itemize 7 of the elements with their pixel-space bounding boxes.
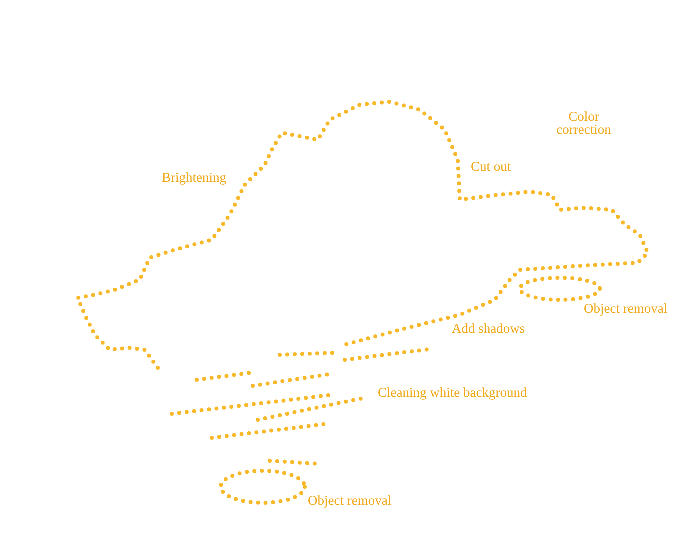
callout-label: Cut out <box>471 160 512 173</box>
callout-label: Add shadows <box>452 322 526 335</box>
callout-label: Object removal <box>584 302 668 315</box>
callout-label: Object removal <box>308 494 392 507</box>
callout-label: Color correction <box>556 110 612 136</box>
callout-label: Cleaning white background <box>378 386 528 399</box>
callout-label: Brightening <box>162 171 226 184</box>
